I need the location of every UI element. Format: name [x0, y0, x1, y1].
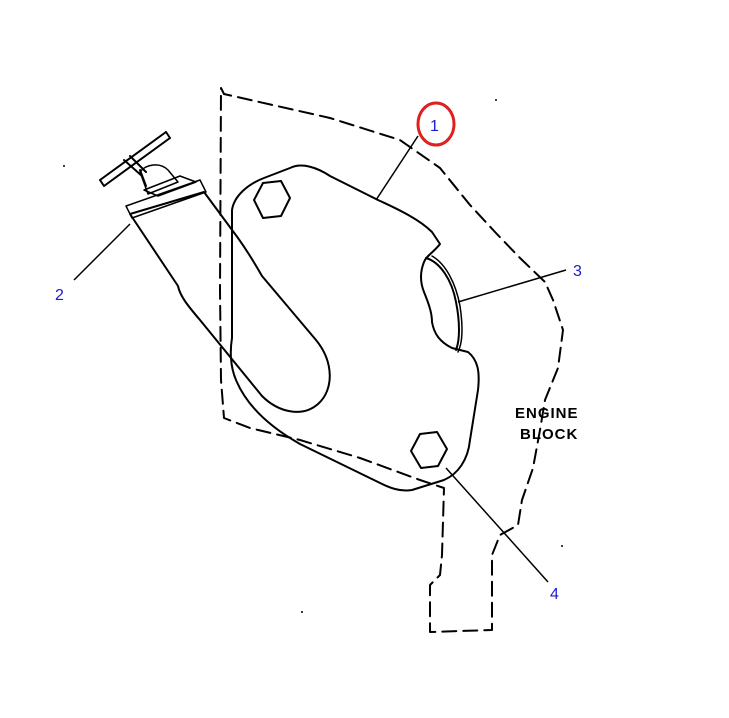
filter-cap: [125, 179, 207, 219]
callout-2: 2: [55, 287, 64, 304]
callout-3: 3: [573, 263, 582, 280]
filter-cartridge: [129, 191, 331, 413]
t-handle: [99, 131, 171, 187]
scan-speck: [301, 611, 303, 613]
engine-block-outline: [219, 87, 564, 633]
callout-4: 4: [550, 586, 559, 603]
seal-ring: [425, 257, 460, 351]
engine-block-label-line2: BLOCK: [520, 426, 578, 443]
leader-3: [457, 269, 567, 303]
seal-ring-inner: [431, 255, 463, 353]
filter-neck: [143, 175, 197, 197]
leader-4: [445, 467, 549, 583]
scan-speck: [561, 545, 563, 547]
engine-block-label-line1: ENGINE: [515, 405, 579, 422]
upper-bolt-hex: [253, 180, 291, 219]
leader-2: [73, 223, 131, 281]
mounting-plate: [229, 164, 480, 492]
callout-1: 1: [430, 118, 439, 135]
highlight-ring: [416, 101, 456, 147]
scan-speck: [63, 165, 65, 167]
valve-body: [139, 164, 179, 195]
lower-bolt-hex: [410, 431, 448, 469]
leader-1: [375, 135, 419, 201]
scan-speck: [495, 99, 497, 101]
